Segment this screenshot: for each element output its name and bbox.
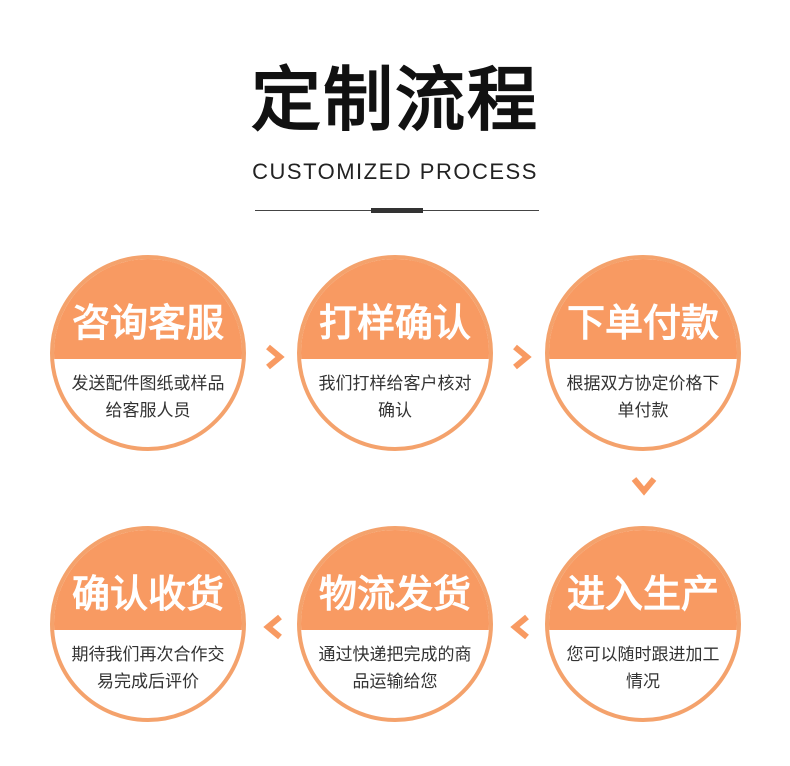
step-header: 进入生产 — [549, 530, 737, 630]
step-header: 确认收货 — [54, 530, 242, 630]
step-desc: 根据双方协定价格下单付款 — [566, 374, 720, 421]
step-title: 物流发货 — [318, 572, 471, 616]
step-production: 进入生产 您可以随时跟进加工情况 — [545, 526, 741, 722]
step-desc: 我们打样给客户核对确认 — [318, 374, 472, 421]
step-header: 咨询客服 — [54, 259, 242, 359]
step-title: 下单付款 — [566, 301, 719, 345]
divider-accent — [371, 208, 423, 213]
step-header: 下单付款 — [549, 259, 737, 359]
step-desc: 您可以随时跟进加工情况 — [566, 645, 720, 692]
step-payment: 下单付款 根据双方协定价格下单付款 — [545, 255, 741, 451]
step-receipt: 确认收货 期待我们再次合作交易完成后评价 — [50, 526, 246, 722]
chevron-left-icon — [261, 614, 287, 640]
step-title: 咨询客服 — [71, 301, 224, 345]
page-subtitle: CUSTOMIZED PROCESS — [252, 159, 538, 184]
step-desc: 发送配件图纸或样品给客服人员 — [71, 374, 225, 421]
step-header: 物流发货 — [301, 530, 489, 630]
chevron-right-icon — [508, 344, 534, 370]
step-desc: 期待我们再次合作交易完成后评价 — [71, 645, 225, 692]
chevron-left-icon — [508, 614, 534, 640]
page-title: 定制流程 — [251, 59, 539, 141]
step-shipping: 物流发货 通过快递把完成的商品运输给您 — [297, 526, 493, 722]
step-title: 确认收货 — [71, 572, 224, 616]
step-sample: 打样确认 我们打样给客户核对确认 — [297, 255, 493, 451]
step-title: 打样确认 — [318, 301, 471, 345]
step-header: 打样确认 — [301, 259, 489, 359]
chevron-down-icon — [631, 472, 657, 498]
step-consult: 咨询客服 发送配件图纸或样品给客服人员 — [50, 255, 246, 451]
step-title: 进入生产 — [566, 572, 719, 616]
chevron-right-icon — [261, 344, 287, 370]
step-desc: 通过快递把完成的商品运输给您 — [318, 645, 472, 692]
